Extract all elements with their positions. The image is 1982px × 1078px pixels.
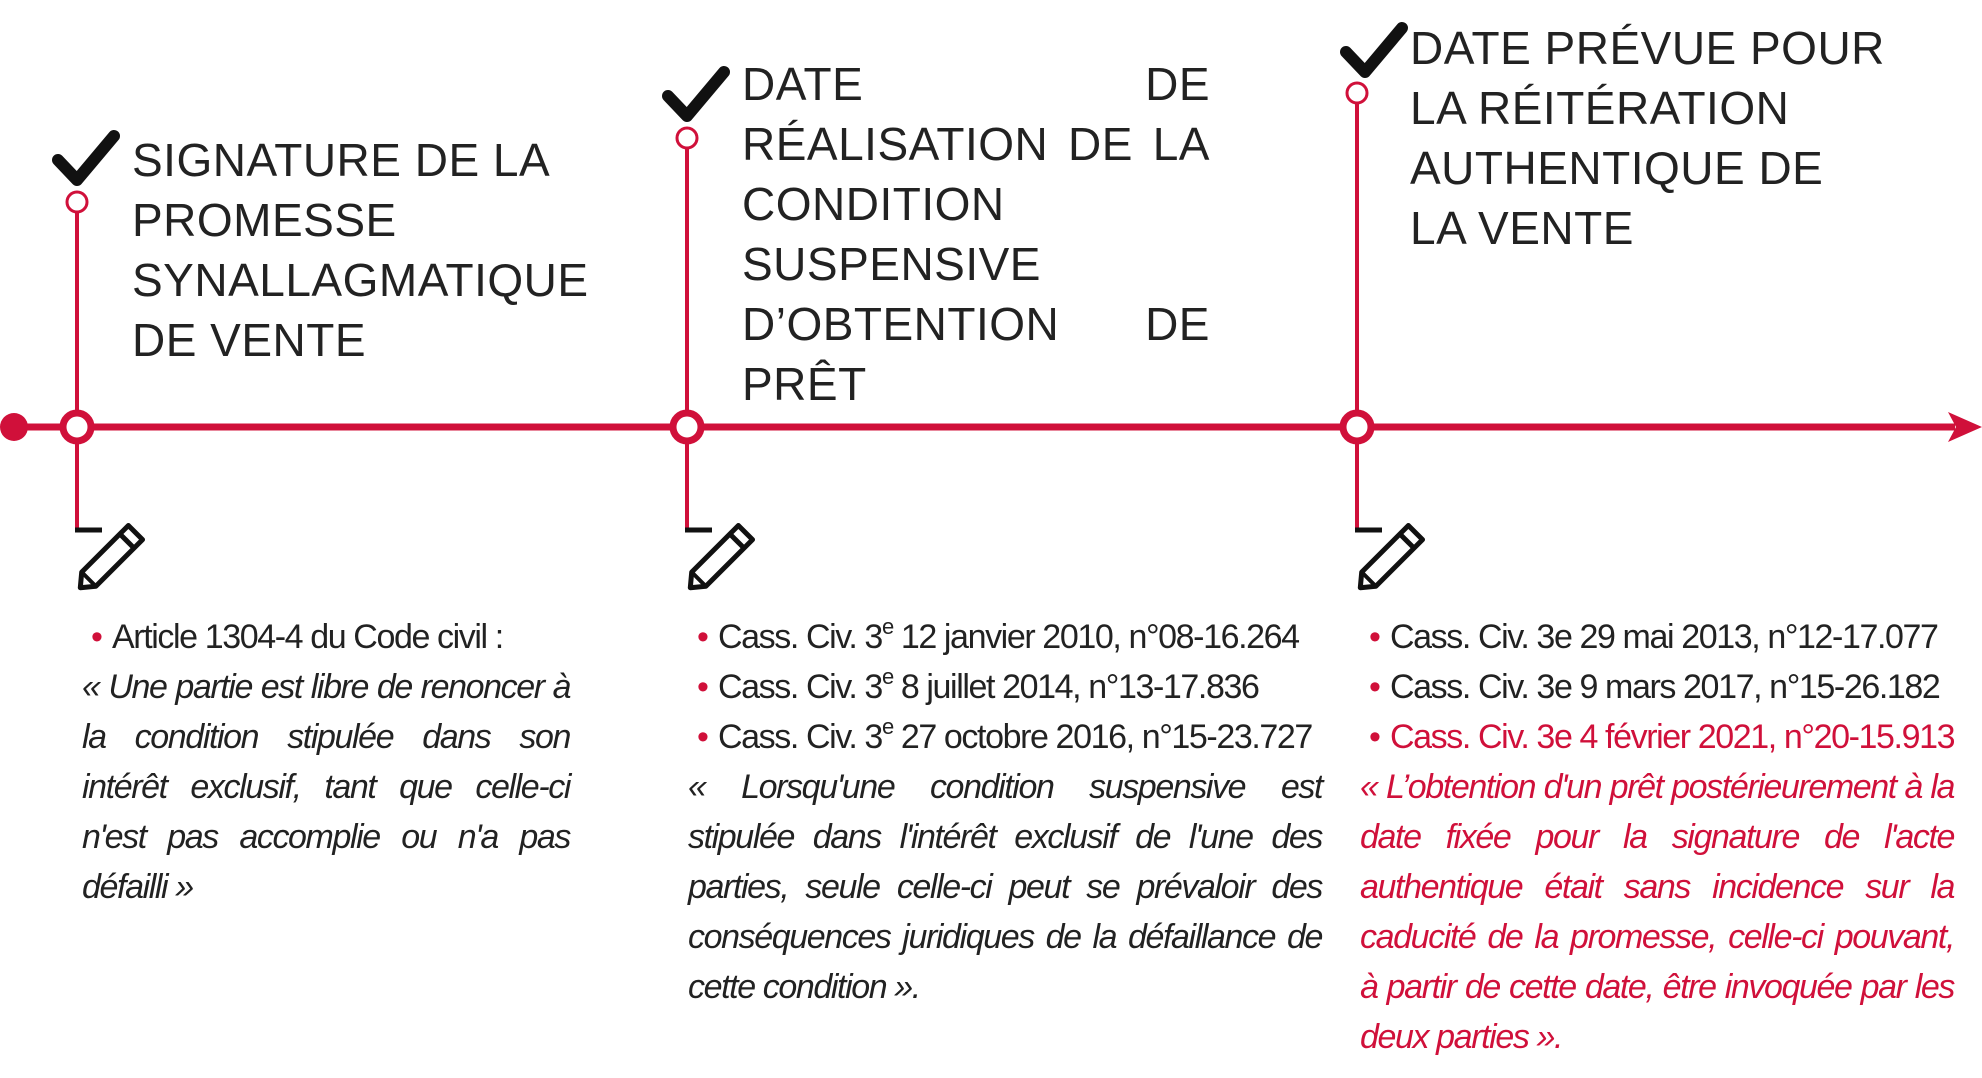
milestone-2-title: DATE DE RÉALISATION DE LA CONDITION SUSP…: [742, 58, 1210, 410]
bullet-icon: •: [697, 618, 709, 656]
reference-item: •Cass. Civ. 3e 12 janvier 2010, n°08-16.…: [688, 612, 1322, 662]
milestone-3-marker: [1339, 81, 1382, 533]
reference-item: •Cass. Civ. 3e 29 mai 2013, n°12-17.077: [1360, 612, 1954, 662]
reference-detail: 8 juillet 2014, n°13-17.836: [892, 668, 1260, 706]
reference-item-highlighted: •Cass. Civ. 3e 4 février 2021, n°20-15.9…: [1360, 712, 1956, 762]
check-icon: [52, 130, 120, 186]
check-icon: [662, 66, 730, 122]
reference-label: Cass. Civ. 3e 9 mars 2017, n°15-26.182: [1390, 668, 1941, 706]
milestone-1-quote: « Une partie est libre de renoncer à la …: [82, 668, 571, 906]
reference-item: •Cass. Civ. 3e 9 mars 2017, n°15-26.182: [1360, 662, 1954, 712]
reference-superscript: e: [881, 664, 894, 689]
milestone-1-title: SIGNATURE DE LA PROMESSE SYNALLAGMATIQUE…: [132, 134, 589, 366]
pencil-icon: [77, 522, 146, 591]
pencil-icon: [1357, 522, 1426, 591]
reference-label: Cass. Civ. 3e 29 mai 2013, n°12-17.077: [1390, 618, 1939, 656]
milestone-2-marker: [669, 126, 712, 533]
pencil-icon: [687, 522, 756, 591]
reference-label: Article 1304-4 du Code civil :: [112, 618, 504, 656]
reference-court: Cass. Civ. 3: [718, 668, 883, 706]
check-icon: [1340, 22, 1408, 78]
reference-superscript: e: [881, 714, 894, 739]
bullet-icon: •: [1369, 668, 1381, 706]
reference-label: Cass. Civ. 3e 4 février 2021, n°20-15.91…: [1390, 718, 1956, 756]
milestone-3-notes: •Cass. Civ. 3e 29 mai 2013, n°12-17.077 …: [1360, 612, 1956, 1062]
milestone-3-title: DATE PRÉVUE POUR LA RÉITÉRATION AUTHENTI…: [1410, 22, 1885, 254]
reference-item: •Cass. Civ. 3e 8 juillet 2014, n°13-17.8…: [688, 662, 1322, 712]
bullet-icon: •: [91, 618, 103, 656]
reference-court: Cass. Civ. 3: [718, 718, 883, 756]
reference-superscript: e: [881, 614, 894, 639]
bullet-icon: •: [1369, 618, 1381, 656]
milestone-1-notes: •Article 1304-4 du Code civil : « Une pa…: [82, 612, 571, 912]
bullet-icon: •: [697, 668, 709, 706]
milestone-2-quote: « Lorsqu'une condition suspensive est st…: [688, 768, 1323, 1006]
reference-detail: 12 janvier 2010, n°08-16.264: [892, 618, 1300, 656]
reference-item: •Article 1304-4 du Code civil :: [82, 612, 570, 662]
reference-detail: 27 octobre 2016, n°15-23.727: [892, 718, 1314, 756]
reference-court: Cass. Civ. 3: [718, 618, 883, 656]
reference-item: •Cass. Civ. 3e 27 octobre 2016, n°15-23.…: [688, 712, 1322, 762]
milestone-1-marker: [59, 190, 102, 533]
milestone-2-notes: •Cass. Civ. 3e 12 janvier 2010, n°08-16.…: [688, 612, 1323, 1012]
milestone-3-quote: « L’obtention d'un prêt postérieurement …: [1360, 768, 1955, 1056]
bullet-icon: •: [1369, 718, 1381, 756]
timeline-arrowhead: [1948, 412, 1982, 442]
bullet-icon: •: [697, 718, 709, 756]
